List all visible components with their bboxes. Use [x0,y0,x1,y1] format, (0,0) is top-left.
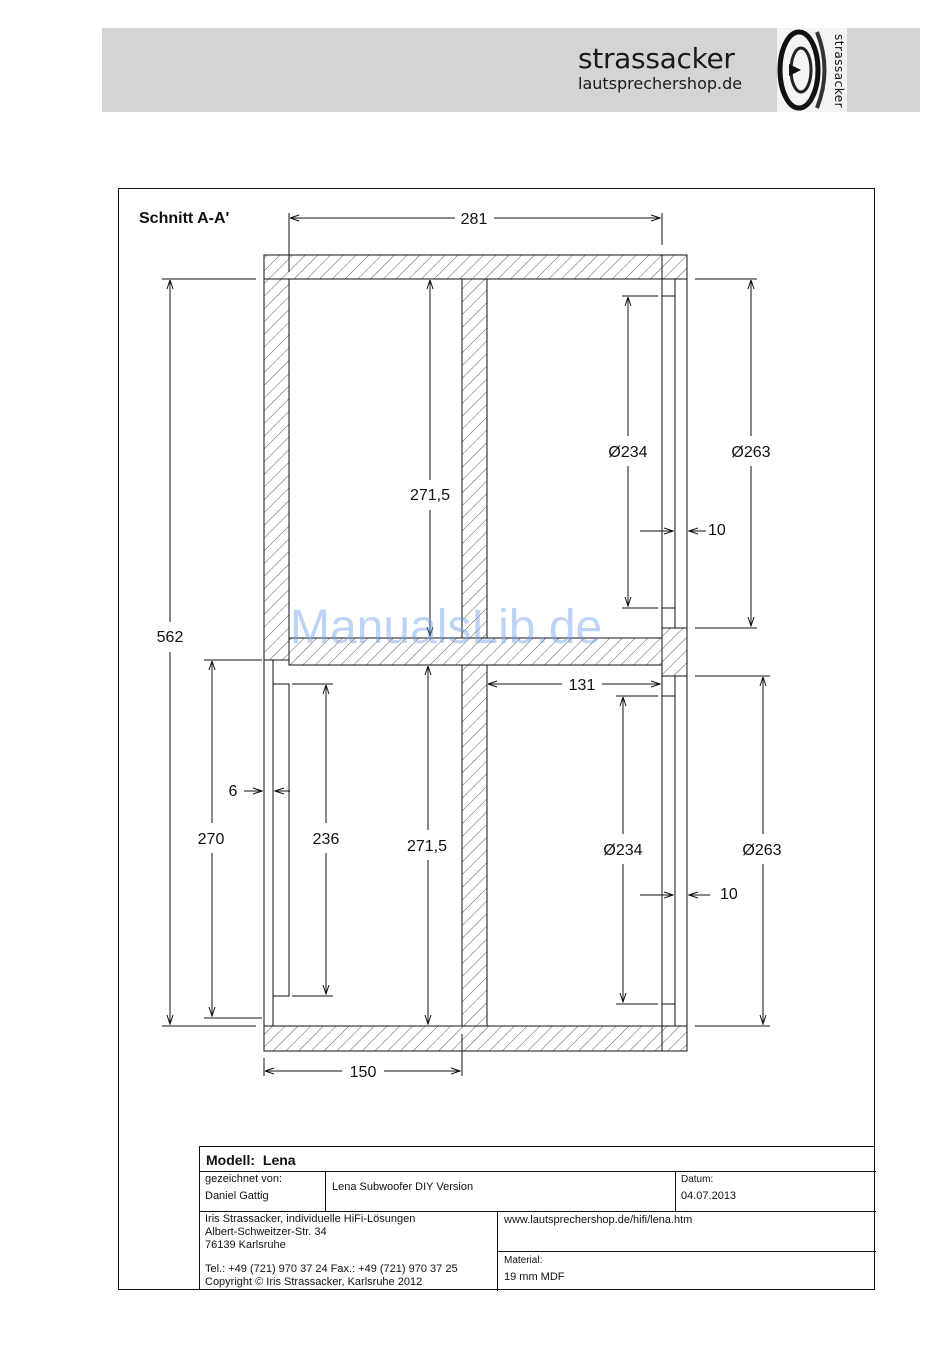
upper-driver-flange [674,278,688,629]
material-label: Material: [504,1255,543,1266]
tb-divider [200,1211,876,1212]
brand-name: strassacker [578,42,735,75]
bottom-panel [263,1025,663,1052]
dim-upper-chamber-height: 271,5 [410,487,450,504]
model-label: Modell: [206,1152,255,1168]
top-panel [263,254,663,280]
dim-port-plate-height: 270 [198,831,225,848]
tb-divider [200,1171,876,1172]
tb-divider [325,1171,326,1211]
tb-divider [497,1211,498,1291]
lower-driver-flange [674,675,688,1027]
dim-port-plate-thickness: 6 [229,783,238,800]
cabinet-panels [263,254,688,1052]
material-value: 19 mm MDF [504,1271,565,1283]
dim-lower-ring-thickness: 10 [720,886,738,903]
dim-upper-inner-diameter: Ø234 [608,444,647,461]
phone-fax: Tel.: +49 (721) 970 37 24 Fax.: +49 (721… [205,1263,458,1275]
right-baffle-bottom [661,1025,688,1052]
middle-shelf [288,637,663,666]
right-baffle-top [661,254,688,280]
right-baffle-mid [661,627,688,677]
dim-lower-outer-diameter: Ø263 [742,842,781,859]
speaker-logo-icon [777,28,847,112]
dim-bottom-width: 150 [350,1064,377,1081]
dimension-labels: 281 562 271,5 271,5 Ø234 Ø263 10 131 Ø23… [157,211,782,1081]
section-title: Schnitt A-A' [139,210,230,227]
copyright: Copyright © Iris Strassacker, Karlsruhe … [205,1276,423,1288]
brand-url: lautsprechershop.de [578,74,743,93]
drawn-by-value: Daniel Gattig [205,1190,269,1202]
dim-upper-ring-thickness: 10 [708,522,726,539]
dim-width-top: 281 [461,211,488,228]
drawing-frame [118,188,875,1290]
title-block: Modell: Lena gezeichnet von: Daniel Gatt… [199,1146,876,1291]
tb-divider [497,1251,876,1252]
brand: strassacker lautsprechershop.de [578,44,768,93]
company-line-2: Albert-Schweitzer-Str. 34 [205,1226,327,1238]
dim-upper-outer-diameter: Ø263 [731,444,770,461]
dim-port-opening-height: 236 [313,831,340,848]
dim-partition-offset: 131 [569,677,596,694]
company-line-1: Iris Strassacker, individuelle HiFi-Lösu… [205,1213,416,1225]
partition-upper [461,278,488,639]
partition-lower [461,664,488,1027]
tb-divider [675,1171,676,1211]
dim-lower-inner-diameter: Ø234 [603,842,642,859]
left-panel-upper [263,278,290,661]
company-line-3: 76139 Karlsruhe [205,1239,286,1251]
website-url[interactable]: www.lautsprechershop.de/hifi/lena.htm [504,1214,693,1226]
left-port-strip [272,683,290,997]
model-value: Lena [262,1152,296,1168]
lower-driver-ring [661,675,676,1027]
watermark: ManualsLib.de [290,601,603,654]
dimension-lines [162,213,770,1076]
date-value: 04.07.2013 [681,1190,737,1202]
logo-text: strassacker [832,34,846,109]
date-label: Datum: [681,1174,714,1185]
drawn-by-label: gezeichnet von: [205,1173,283,1185]
left-plate-lower [263,659,274,1027]
dim-lower-chamber-height: 271,5 [407,838,447,855]
upper-driver-ring [661,278,676,629]
dim-height-total: 562 [157,629,184,646]
model-field: Modell: Lena [206,1152,296,1168]
drawing-description: Lena Subwoofer DIY Version [332,1181,474,1193]
